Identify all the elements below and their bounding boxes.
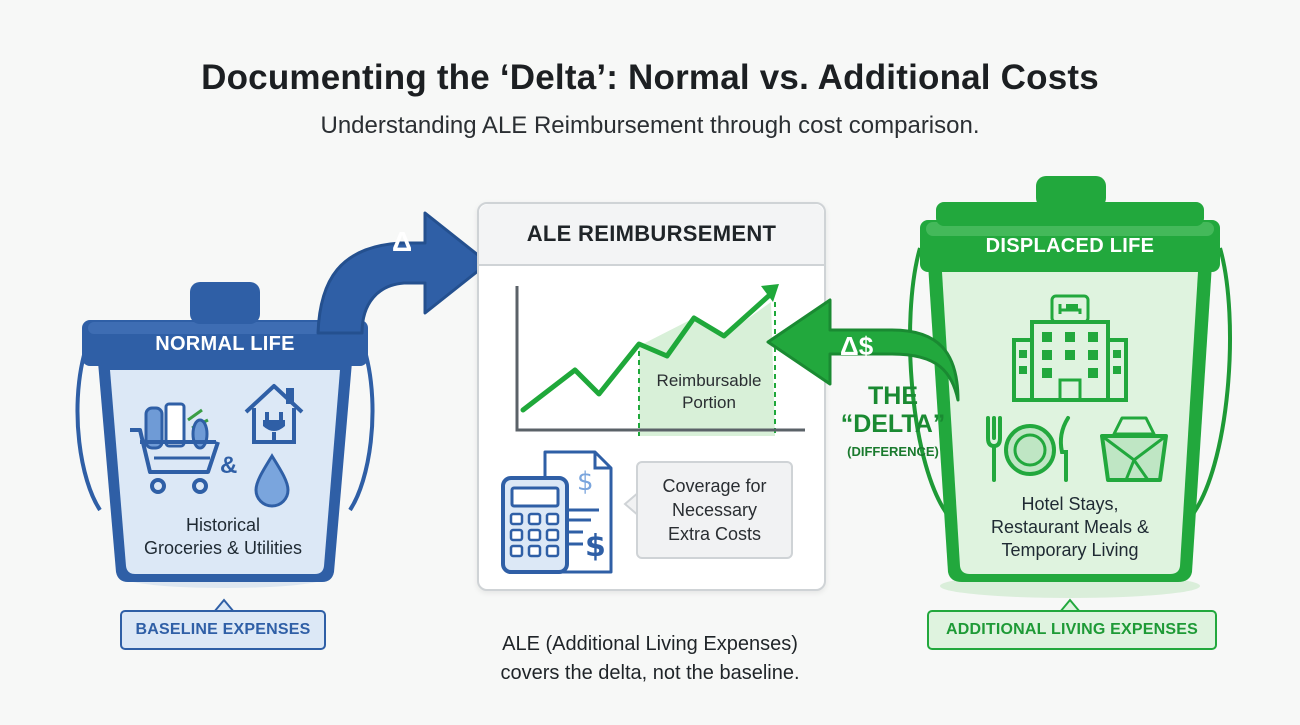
svg-text:$: $ (585, 529, 606, 564)
additional-living-expenses-tag: ADDITIONAL LIVING EXPENSES (927, 610, 1217, 650)
reimbursable-label-line2: Portion (682, 393, 736, 412)
callout-line1: Coverage for (662, 476, 767, 496)
coverage-callout: Coverage for Necessary Extra Costs (636, 461, 793, 559)
callout-line3: Extra Costs (667, 524, 762, 544)
delta-label-line1: THE (868, 382, 918, 410)
callout-pointer (623, 492, 639, 516)
baseline-expenses-tag: BASELINE EXPENSES (120, 610, 326, 650)
panel-header (479, 204, 824, 266)
displaced-life-text-line1: Hotel Stays, (1021, 494, 1119, 514)
page-title: Documenting the ‘Delta’: Normal vs. Addi… (201, 58, 1099, 97)
normal-life-description: Historical Groceries & Utilities (110, 514, 336, 560)
displaced-life-description: Hotel Stays, Restaurant Meals & Temporar… (970, 493, 1170, 562)
normal-life-text-line2: Groceries & Utilities (143, 538, 303, 558)
dining-plate-icon (986, 416, 1070, 482)
baseline-tag-pointer (214, 598, 234, 612)
cost-trend-chart (515, 284, 805, 436)
delta-symbol-left: Δ (392, 226, 413, 257)
svg-text:$: $ (577, 467, 594, 497)
reimbursable-portion-label: Reimbursable Portion (639, 370, 779, 414)
page-subtitle: Understanding ALE Reimbursement through … (320, 112, 980, 139)
footnote-line2: covers the delta, not the baseline. (500, 662, 800, 684)
displaced-life-text-line3: Temporary Living (1001, 540, 1139, 560)
panel-title: ALE REIMBURSEMENT (526, 221, 777, 246)
takeout-box-icon (1100, 416, 1168, 482)
water-drop-icon (254, 453, 290, 508)
displaced-life-text-line2: Restaurant Meals & (990, 517, 1150, 537)
ale-reimbursement-panel: ALE REIMBURSEMENT Reimbursable Portion $… (477, 202, 826, 591)
delta-arrow-right (766, 298, 960, 402)
delta-label-line2: “DELTA” (840, 410, 946, 438)
displaced-life-label: DISPLACED LIFE (985, 235, 1155, 257)
ampersand: & (220, 452, 238, 479)
footnote-line1: ALE (Additional Living Expenses) (502, 633, 798, 655)
callout-line2: Necessary (671, 500, 758, 520)
house-plug-icon (244, 384, 304, 444)
grocery-cart-icon (130, 402, 220, 494)
displaced-life-bucket (908, 176, 1232, 598)
normal-life-text-line1: Historical (185, 515, 260, 535)
delta-dollar-symbol: Δ$ (840, 331, 874, 361)
reimbursable-label-line1: Reimbursable (656, 371, 762, 390)
ale-footnote: ALE (Additional Living Expenses) covers … (420, 630, 880, 688)
additional-tag-pointer (1060, 598, 1080, 612)
hotel-building-icon (1012, 294, 1128, 402)
delta-arrow-left (316, 211, 490, 335)
calculator-receipt-icon: $ $ (501, 450, 613, 574)
normal-life-label: NORMAL LIFE (155, 333, 295, 355)
delta-label-line3: (DIFFERENCE) (847, 444, 939, 459)
